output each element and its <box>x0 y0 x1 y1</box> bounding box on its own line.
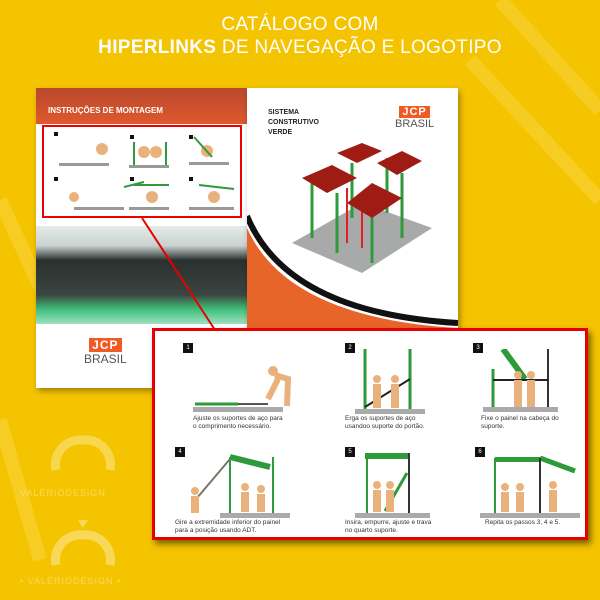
formwork-3d-model <box>292 143 432 273</box>
step-illustration <box>483 349 558 412</box>
headline-line-1: CATÁLOGO COM <box>221 14 379 35</box>
logo-jcp: JCP <box>89 338 122 352</box>
step-illustration <box>480 455 580 518</box>
step-illustration <box>191 454 290 518</box>
watermark-top: VALÉRIODESIGN <box>20 488 106 498</box>
valeriodesign-logo-icon <box>51 520 115 566</box>
step-illustration <box>355 453 430 518</box>
step-3: 3 Fixe o painel na cabeça do suporte. <box>473 343 600 443</box>
jcp-brasil-logo-left[interactable]: JCP BRASIL <box>84 338 127 366</box>
step-illustration <box>355 349 425 414</box>
left-page-header: INSTRUÇÕES DE MONTAGEM <box>36 88 247 124</box>
right-page-title: SISTEMA CONSTRUTIVO VERDE <box>268 108 319 138</box>
step-illustration <box>193 366 292 412</box>
step-caption: Fixe o painel na cabeça do suporte. <box>481 415 559 430</box>
step-number-badge: 5 <box>345 447 355 457</box>
step-number-badge: 4 <box>175 447 185 457</box>
step-4: 4 Gire a extremidade inferior do painel … <box>175 447 315 547</box>
step-caption: Gire a extremidade inferior do painel pa… <box>175 519 281 534</box>
jcp-brasil-logo-right[interactable]: JCP BRASIL <box>395 106 434 130</box>
step-caption: Ajuste os suportes de aço para o comprim… <box>193 415 283 430</box>
step-caption: Repita os passos 3, 4 e 5. <box>485 519 561 526</box>
step-5: 5 Insira, empurre, ajuste e trava no qua… <box>345 447 485 547</box>
left-page-title: INSTRUÇÕES DE MONTAGEM <box>48 106 163 115</box>
logo-brasil: BRASIL <box>395 118 435 130</box>
headline-bold: HIPERLINKS <box>98 37 217 58</box>
step-number-badge: 6 <box>475 447 485 457</box>
step-number-badge: 3 <box>473 343 483 353</box>
step-2: 2 Erga os suportes de aço usandoo suport… <box>345 343 485 443</box>
construction-site-photo <box>36 226 247 324</box>
step-number-badge: 1 <box>183 343 193 353</box>
headline-line-2: HIPERLINKS DE NAVEGAÇÃO E LOGOTIPO <box>0 37 600 59</box>
step-number-badge: 2 <box>345 343 355 353</box>
title-line: SISTEMA <box>268 109 300 116</box>
instructions-zoom-panel: 1 Ajuste os suportes de aço para o compr… <box>152 328 588 540</box>
catalog-left-page: INSTRUÇÕES DE MONTAGEM JCP BRASIL <box>36 88 247 388</box>
step-6: 6 Repita os passos 3, 4 e 5. <box>475 447 600 547</box>
mini-steps-illustration <box>54 132 235 210</box>
logo-brasil: BRASIL <box>84 352 127 366</box>
watermark-bottom: • VALÉRIODESIGN • <box>20 576 122 586</box>
valeriodesign-logo-icon <box>51 435 115 471</box>
title-line: CONSTRUTIVO <box>268 119 319 126</box>
title-line: VERDE <box>268 129 293 136</box>
logo-jcp: JCP <box>399 106 430 118</box>
step-1: 1 Ajuste os suportes de aço para o compr… <box>183 343 323 443</box>
mini-instructions-box[interactable] <box>42 125 242 218</box>
step-caption: Erga os suportes de aço usandoo suporte … <box>345 415 425 430</box>
headline-rest: DE NAVEGAÇÃO E LOGOTIPO <box>216 37 502 58</box>
step-caption: Insira, empurre, ajuste e trava no quart… <box>345 519 432 534</box>
